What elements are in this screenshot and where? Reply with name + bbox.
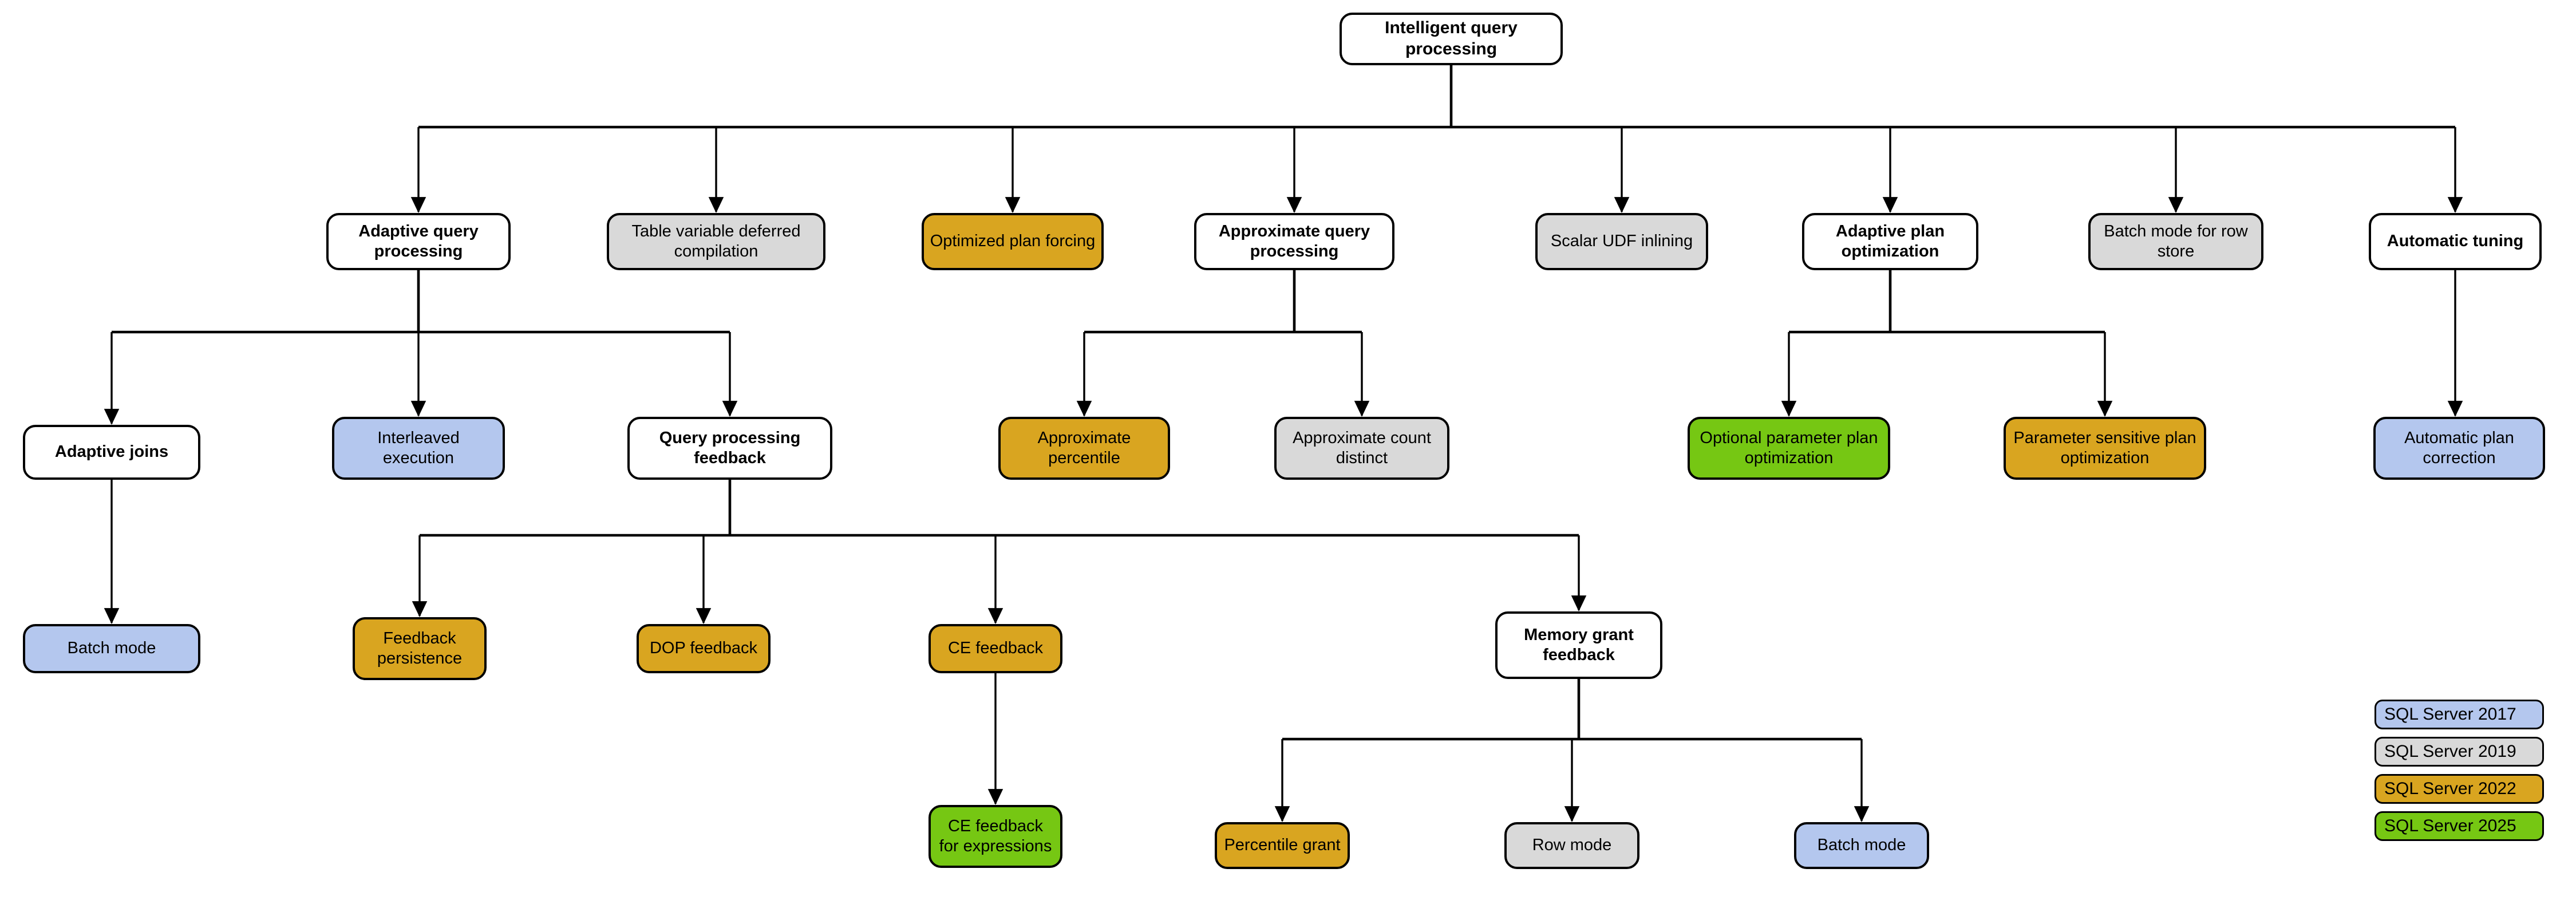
node-root[interactable]: Intelligent query processing (1340, 13, 1563, 65)
node-pspo[interactable]: Parameter sensitive plan optimization (2004, 417, 2206, 480)
node-label: Percentile grant (1224, 836, 1341, 855)
node-label: Approximate count distinct (1293, 428, 1431, 467)
node-label: Approximate percentile (1037, 428, 1131, 467)
node-interleaved[interactable]: Interleaved execution (332, 417, 505, 480)
node-label: Adaptive plan optimization (1835, 222, 1945, 260)
legend-label: SQL Server 2019 (2384, 742, 2516, 761)
legend-item-sql-server-2019: SQL Server 2019 (2374, 737, 2544, 767)
node-label: Batch mode for row store (2104, 222, 2248, 260)
node-label: Optional parameter plan optimization (1700, 428, 1878, 467)
legend-item-sql-server-2017: SQL Server 2017 (2374, 700, 2544, 729)
node-oppo[interactable]: Optional parameter plan optimization (1688, 417, 1890, 480)
node-label: Parameter sensitive plan optimization (2013, 428, 2196, 467)
node-rowmode[interactable]: Row mode (1504, 822, 1639, 869)
legend-item-sql-server-2022: SQL Server 2022 (2374, 774, 2544, 804)
node-apc[interactable]: Automatic plan correction (2373, 417, 2545, 480)
node-pctgrant[interactable]: Percentile grant (1215, 822, 1350, 869)
node-cefb[interactable]: CE feedback (929, 624, 1062, 673)
node-label: Adaptive query processing (358, 222, 479, 260)
node-mgf[interactable]: Memory grant feedback (1495, 611, 1662, 679)
node-udf[interactable]: Scalar UDF inlining (1535, 213, 1708, 270)
node-opf[interactable]: Optimized plan forcing (922, 213, 1104, 270)
node-label: Scalar UDF inlining (1550, 232, 1693, 251)
node-tvdc[interactable]: Table variable deferred compilation (607, 213, 825, 270)
node-label: Automatic plan correction (2404, 428, 2514, 467)
node-label: CE feedback for expressions (939, 816, 1052, 855)
legend-label: SQL Server 2017 (2384, 705, 2516, 724)
node-label: Batch mode (1817, 836, 1906, 855)
node-bm1[interactable]: Batch mode (23, 624, 200, 673)
node-approxqp[interactable]: Approximate query processing (1194, 213, 1394, 270)
node-label: Batch mode (67, 639, 156, 658)
node-approxpct[interactable]: Approximate percentile (998, 417, 1170, 480)
node-label: Feedback persistence (377, 629, 463, 668)
node-label: Optimized plan forcing (930, 232, 1096, 251)
node-aqp[interactable]: Adaptive query processing (326, 213, 511, 270)
node-dopfb[interactable]: DOP feedback (637, 624, 771, 673)
node-label: Row mode (1532, 836, 1612, 855)
node-bmrs[interactable]: Batch mode for row store (2088, 213, 2263, 270)
legend-item-sql-server-2025: SQL Server 2025 (2374, 811, 2544, 841)
node-label: Memory grant feedback (1524, 625, 1634, 664)
node-label: Query processing feedback (659, 428, 801, 467)
node-autotune[interactable]: Automatic tuning (2369, 213, 2542, 270)
node-label: Adaptive joins (54, 443, 169, 461)
legend-label: SQL Server 2022 (2384, 779, 2516, 798)
node-approxcd[interactable]: Approximate count distinct (1274, 417, 1449, 480)
node-label: Approximate query processing (1218, 222, 1370, 260)
node-label: Intelligent query processing (1385, 18, 1518, 58)
node-bm2[interactable]: Batch mode (1794, 822, 1929, 869)
node-fbpers[interactable]: Feedback persistence (353, 617, 487, 680)
node-label: DOP feedback (649, 639, 758, 658)
node-adaptjoins[interactable]: Adaptive joins (23, 425, 200, 480)
node-label: Automatic tuning (2387, 232, 2524, 251)
legend-label: SQL Server 2025 (2384, 816, 2516, 835)
node-qpf[interactable]: Query processing feedback (627, 417, 832, 480)
node-apo[interactable]: Adaptive plan optimization (1802, 213, 1978, 270)
node-label: Interleaved execution (377, 428, 460, 467)
node-label: CE feedback (947, 639, 1044, 658)
node-cefbexpr[interactable]: CE feedback for expressions (929, 805, 1062, 868)
node-label: Table variable deferred compilation (631, 222, 801, 260)
